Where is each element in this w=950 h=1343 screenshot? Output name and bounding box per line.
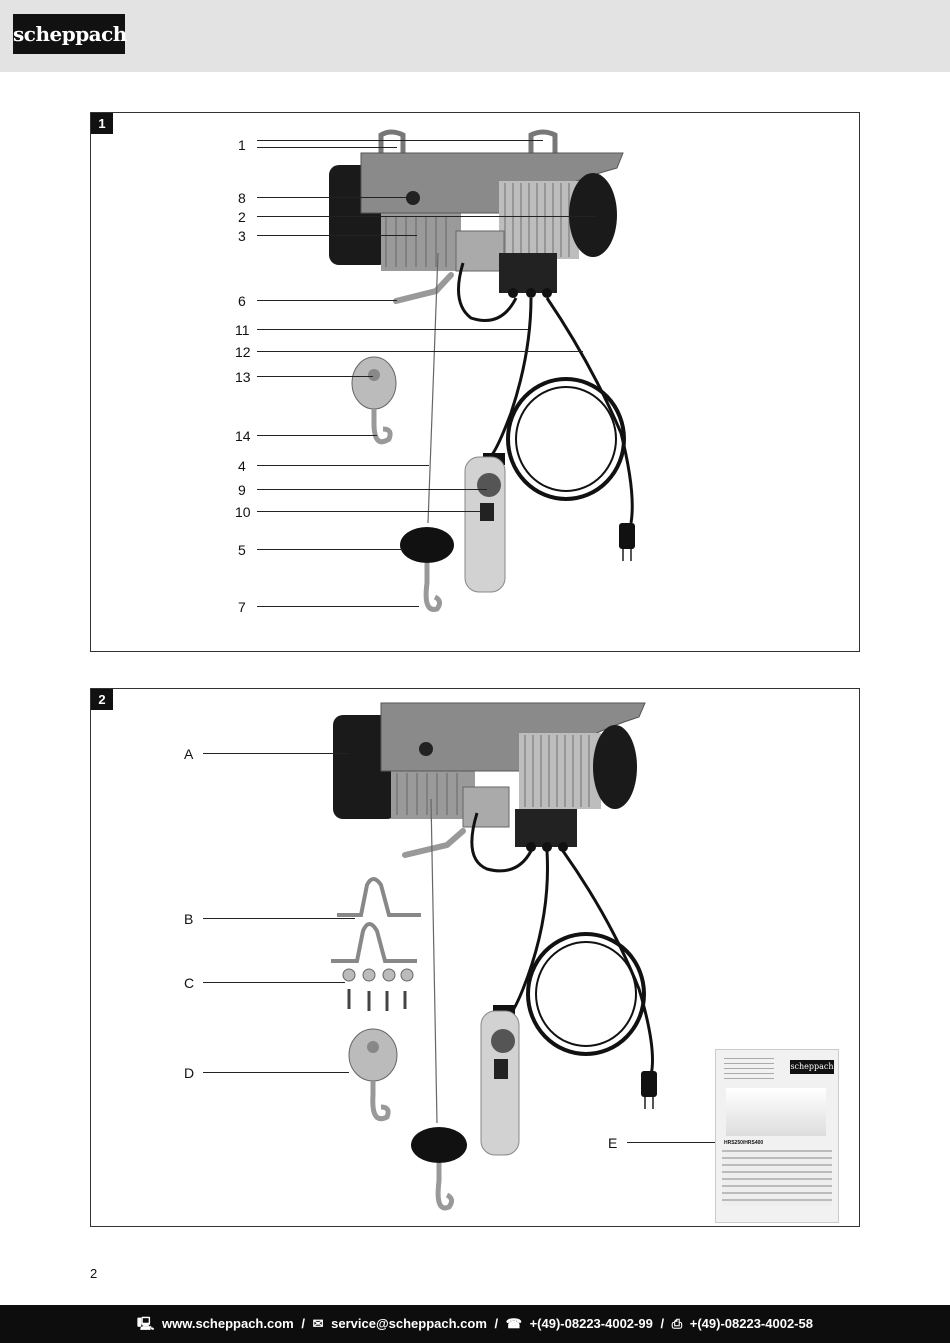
leader-line-1b xyxy=(257,147,397,148)
leader-line-2 xyxy=(257,216,597,217)
fax-icon: ⎙ xyxy=(671,1316,683,1331)
callout-1: 1 xyxy=(238,137,246,153)
separator: / xyxy=(301,1316,305,1331)
manual-cover-image xyxy=(726,1088,826,1136)
page-number: 2 xyxy=(90,1266,98,1281)
callout-B: B xyxy=(184,911,194,927)
separator: / xyxy=(660,1316,665,1331)
hoist-parts-illustration xyxy=(331,702,657,1211)
manual-cover-language-list xyxy=(722,1150,832,1206)
callout-C: C xyxy=(184,975,195,991)
leader-line-D xyxy=(203,1072,349,1073)
computer-icon: 🖳︎ xyxy=(137,1316,155,1331)
callout-3: 3 xyxy=(238,228,246,244)
callout-7: 7 xyxy=(238,599,246,615)
figure-2-panel: 2 xyxy=(90,688,860,1227)
separator: / xyxy=(494,1316,499,1331)
leader-line-8 xyxy=(257,197,407,198)
email-link[interactable]: service@scheppach.com xyxy=(331,1316,487,1331)
callout-12: 12 xyxy=(235,344,251,360)
mail-icon: ✉ xyxy=(312,1316,324,1331)
leader-line-7 xyxy=(257,606,419,607)
footer-contact-bar: 🖳︎ www.scheppach.com / ✉ service@scheppa… xyxy=(0,1305,950,1343)
callout-10: 10 xyxy=(235,504,251,520)
callout-9: 9 xyxy=(238,482,246,498)
callout-11: 11 xyxy=(235,322,250,338)
callout-2: 2 xyxy=(238,209,246,225)
hoist-illustration xyxy=(329,129,635,612)
manual-cover-model: HRS250/HRS400 xyxy=(724,1140,764,1146)
figure-1-number: 1 xyxy=(91,113,113,134)
leader-line-C xyxy=(203,982,345,983)
callout-14: 14 xyxy=(235,428,251,444)
callout-4: 4 xyxy=(238,458,246,474)
callout-D: D xyxy=(184,1065,195,1081)
leader-line-E xyxy=(627,1142,723,1143)
callout-8: 8 xyxy=(238,190,246,206)
callout-A: A xyxy=(184,746,194,762)
website-link[interactable]: www.scheppach.com xyxy=(161,1316,294,1331)
leader-line-14 xyxy=(257,435,377,436)
figure-1-panel: 1 xyxy=(90,112,860,652)
leader-line-9 xyxy=(257,489,487,490)
fax-number: +(49)-08223-4002-58 xyxy=(689,1316,813,1331)
manual-cover-header-lines xyxy=(724,1058,774,1082)
phone-icon: ☎ xyxy=(505,1316,522,1331)
phone-number: +(49)-08223-4002-99 xyxy=(529,1316,653,1331)
leader-line-1a xyxy=(257,140,543,141)
leader-line-6 xyxy=(257,300,397,301)
callout-E: E xyxy=(608,1135,618,1151)
leader-line-A xyxy=(203,753,349,754)
manual-cover-thumbnail: scheppach HRS250/HRS400 xyxy=(715,1049,839,1223)
leader-line-11 xyxy=(257,329,529,330)
leader-line-5 xyxy=(257,549,403,550)
leader-line-4 xyxy=(257,465,429,466)
figure-2-number: 2 xyxy=(91,689,113,710)
leader-line-10 xyxy=(257,511,485,512)
page-header: scheppach xyxy=(0,0,950,72)
callout-5: 5 xyxy=(238,542,246,558)
manual-cover-logo: scheppach xyxy=(790,1060,834,1074)
leader-line-12 xyxy=(257,351,583,352)
leader-line-13 xyxy=(257,376,373,377)
leader-line-3 xyxy=(257,235,417,236)
callout-13: 13 xyxy=(235,369,251,385)
leader-line-B xyxy=(203,918,355,919)
callout-6: 6 xyxy=(238,293,246,309)
brand-logo: scheppach xyxy=(13,14,127,54)
